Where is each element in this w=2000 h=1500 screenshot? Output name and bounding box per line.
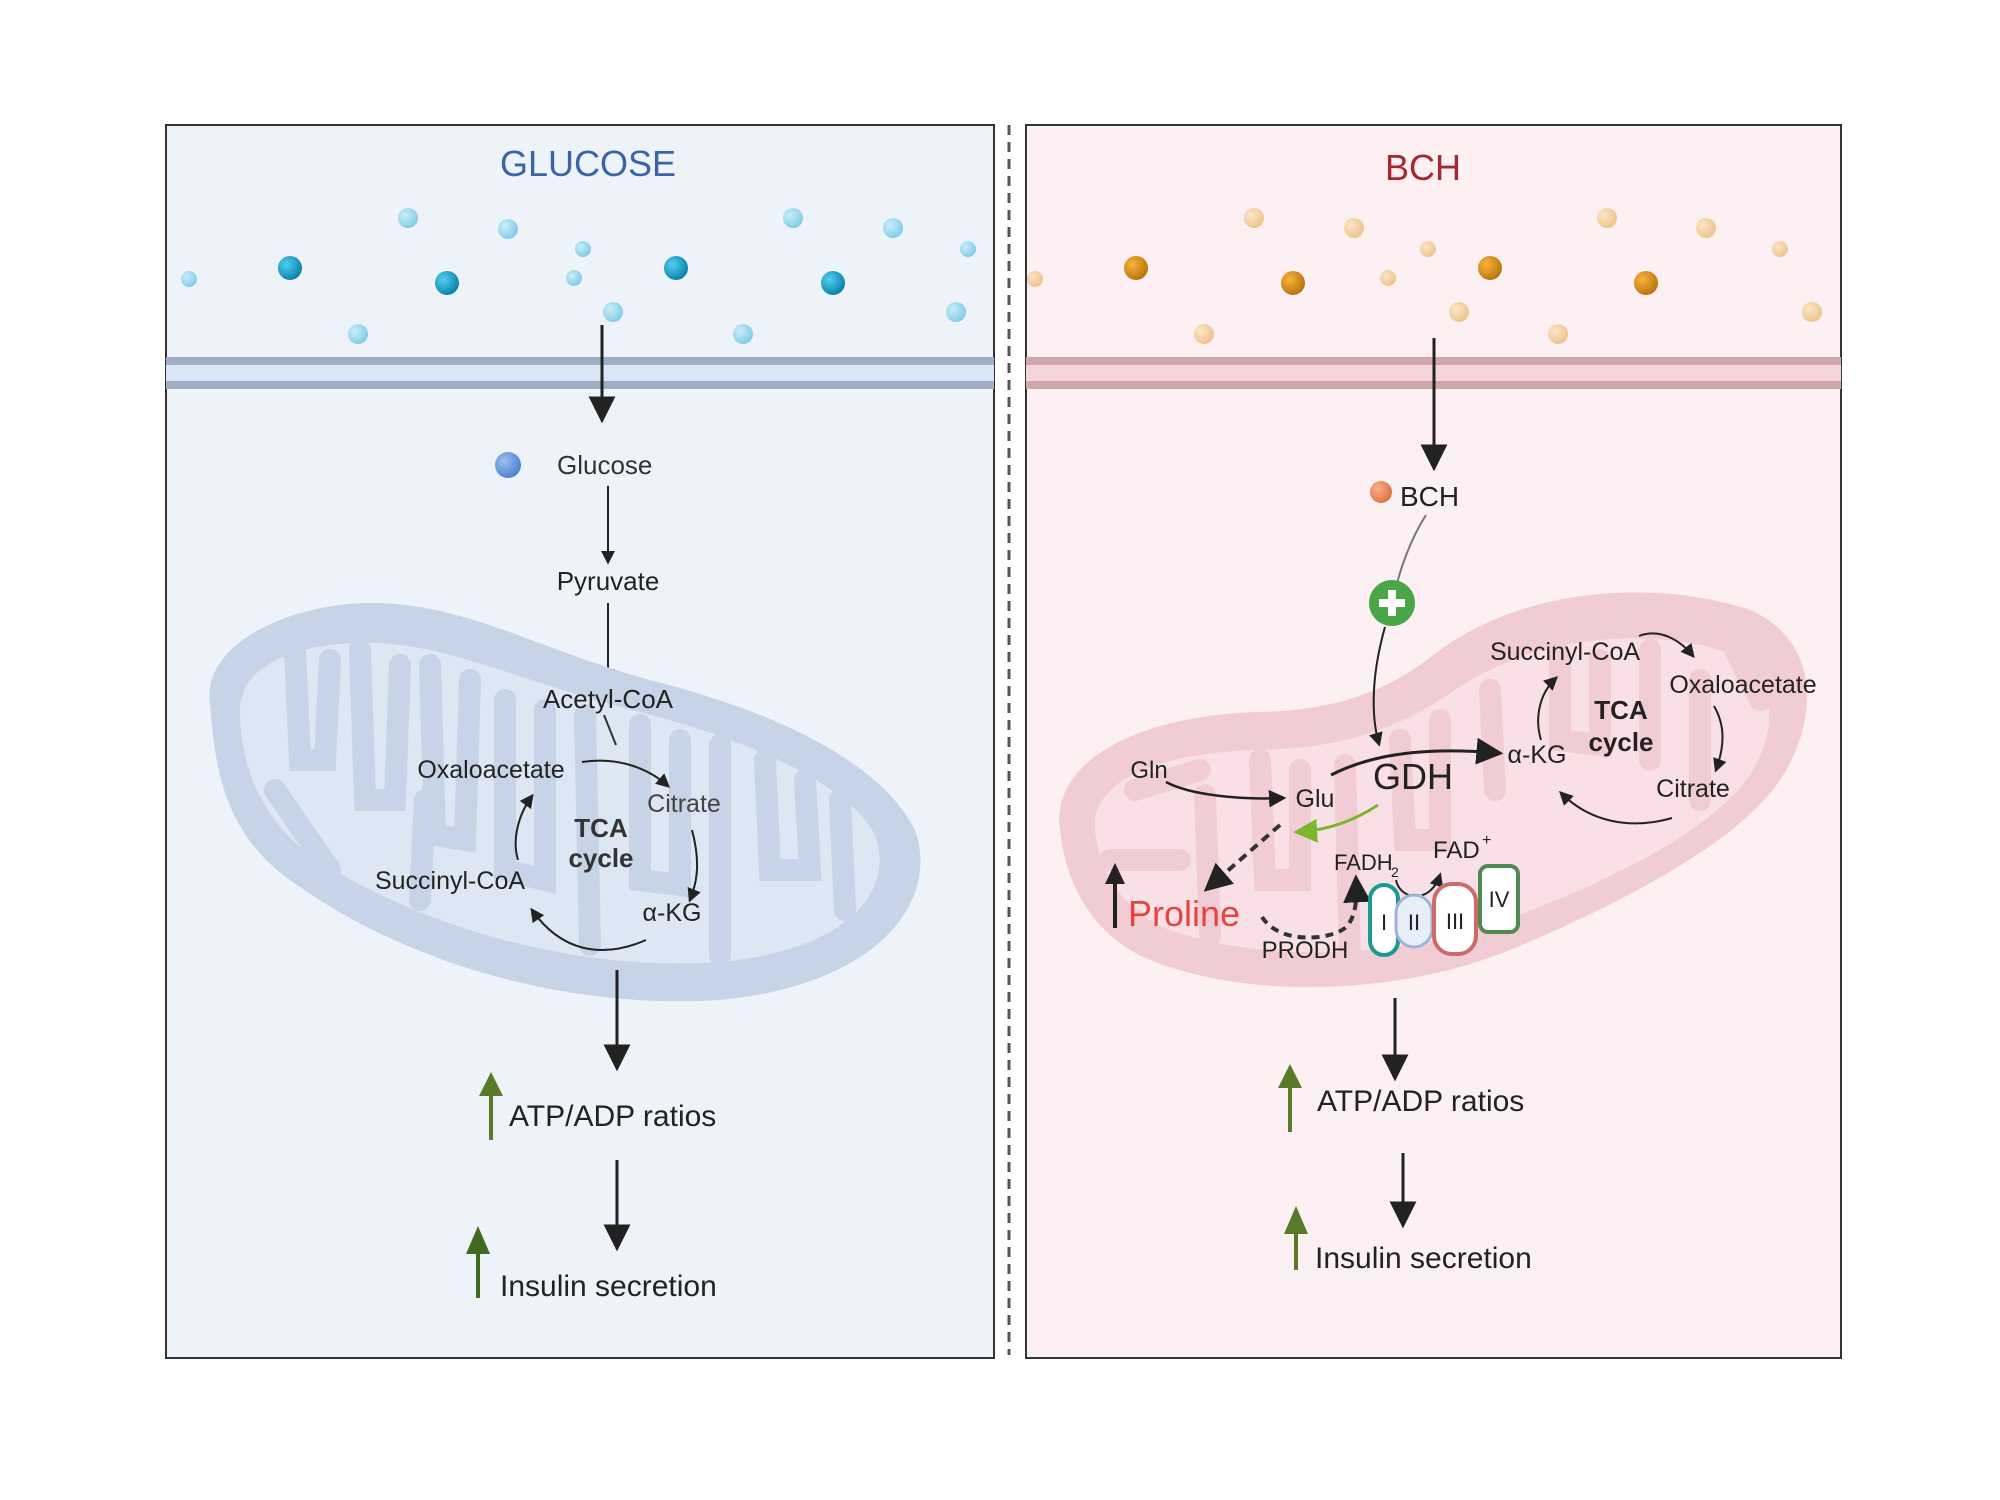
bch-mitochondrion: [1059, 592, 1808, 988]
gln-label: Gln: [1130, 757, 1167, 784]
insulin-up-arrow-icon: [466, 1226, 490, 1298]
activation-to-gdh-arrow: [1369, 626, 1386, 747]
succinyl-coa-right-label: Succinyl-CoA: [1490, 638, 1640, 666]
complex-iv-label: IV: [1489, 887, 1510, 912]
fadh-subscript: 2: [1391, 864, 1399, 880]
tca-right-arrows: [1537, 632, 1727, 825]
atp-right-up-arrow-icon: [1278, 1064, 1302, 1132]
citrate-right-label: Citrate: [1656, 775, 1730, 803]
prodh-label: PRODH: [1262, 937, 1349, 964]
glucose-particles: [181, 208, 976, 344]
insulin-right-label: Insulin secretion: [1315, 1242, 1532, 1275]
glucose-mitochondrion: [209, 602, 921, 1002]
atp-up-arrow-icon: [479, 1072, 503, 1140]
fad-label-group: FAD +: [1433, 832, 1491, 864]
oxaloacetate-right-label: Oxaloacetate: [1669, 671, 1816, 699]
citrate-label: Citrate: [647, 790, 721, 818]
tca-cycle-arrows: [514, 759, 701, 951]
acetyl-coa-label: Acetyl-CoA: [543, 684, 674, 714]
atp-right-label: ATP/ADP ratios: [1317, 1085, 1524, 1118]
acetyl-connector-line: [603, 714, 617, 746]
fadh2-label-group: FADH 2: [1334, 850, 1399, 880]
atp-ratio-label: ATP/ADP ratios: [509, 1100, 716, 1133]
glu-to-akg-arrow: [1330, 737, 1504, 777]
glucose-panel: GLUCOSE G: [165, 124, 995, 1359]
bch-label: BCH: [1400, 481, 1459, 512]
proline-up-arrow-icon: [1105, 863, 1125, 928]
glu-label: Glu: [1296, 785, 1335, 813]
akg-label: α-KG: [643, 899, 702, 927]
tca-right-line2: cycle: [1588, 727, 1653, 757]
fad-label: FAD: [1433, 837, 1480, 864]
glucose-molecule-icon: [495, 452, 521, 478]
tca-label-line2: cycle: [568, 843, 633, 873]
bch-molecule-icon: [1370, 481, 1392, 503]
gln-to-glu-arrow: [1165, 780, 1287, 808]
etc-complex-iv: IV: [1478, 864, 1520, 934]
tca-label-line1: TCA: [574, 813, 628, 843]
glucose-label: Glucose: [557, 450, 652, 480]
akg-right-label: α-KG: [1508, 741, 1567, 769]
pyruvate-label: Pyruvate: [557, 566, 660, 596]
insulin-right-up-arrow-icon: [1284, 1206, 1308, 1270]
glucose-panel-title: GLUCOSE: [500, 143, 676, 184]
gdh-label: GDH: [1373, 756, 1453, 797]
complex-iii-label: III: [1446, 909, 1464, 934]
activation-plus-icon: [1369, 580, 1415, 626]
glu-to-proline-arrow: [1203, 823, 1282, 892]
fad-superscript: +: [1482, 832, 1491, 849]
complex-ii-label: II: [1408, 910, 1420, 935]
complex-i-label: I: [1381, 910, 1387, 935]
oxaloacetate-label: Oxaloacetate: [417, 756, 564, 784]
bch-panel-title: BCH: [1385, 147, 1461, 188]
gdh-green-arrow: [1293, 803, 1379, 843]
proline-to-fadh-arrow: [1260, 874, 1372, 940]
bch-particles: [1027, 208, 1822, 344]
etc-complex-i: I: [1368, 883, 1400, 957]
insulin-secretion-label: Insulin secretion: [500, 1270, 717, 1303]
proline-label: Proline: [1128, 893, 1240, 934]
bch-panel: BCH BCH: [1025, 124, 1842, 1359]
etc-complex-iii: III: [1432, 882, 1478, 956]
succinyl-coa-label: Succinyl-CoA: [375, 867, 525, 895]
glucose-membrane: [166, 357, 994, 389]
fadh-label: FADH: [1334, 850, 1393, 875]
tca-right-line1: TCA: [1594, 695, 1648, 725]
etc-complex-ii: II: [1394, 893, 1434, 949]
